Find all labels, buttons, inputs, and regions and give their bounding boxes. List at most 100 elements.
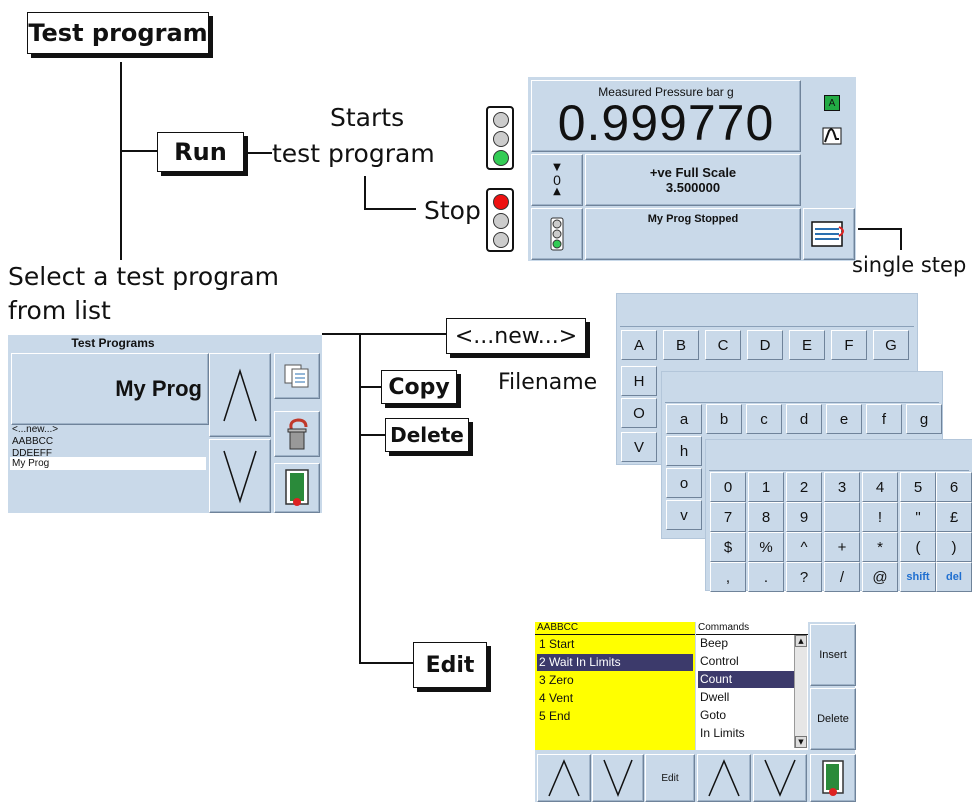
scroll-up-button[interactable]: [209, 353, 271, 437]
keyboard-symbol-panel: 0 1 2 3 4 5 6 7 8 9 ! " £ $ % ^ + * ( ) …: [706, 440, 972, 592]
list-item[interactable]: DDEEFF: [12, 448, 52, 459]
full-scale-label: +ve Full Scale: [649, 165, 737, 180]
delete-command-button[interactable]: Delete: [810, 688, 856, 750]
key-quote[interactable]: ": [900, 502, 936, 532]
key-3[interactable]: 3: [824, 472, 860, 502]
del-key[interactable]: del: [936, 562, 972, 592]
copy-button[interactable]: [274, 353, 320, 399]
connector: [359, 434, 385, 436]
pressure-reading-panel[interactable]: Measured Pressure bar g 0.999770: [531, 80, 801, 152]
command-item[interactable]: Beep: [700, 636, 729, 650]
key-h[interactable]: h: [666, 436, 702, 466]
key-H[interactable]: H: [621, 366, 657, 396]
key-b[interactable]: b: [706, 404, 742, 434]
key-percent[interactable]: %: [748, 532, 784, 562]
command-up-button[interactable]: [697, 754, 751, 802]
chevron-down-icon: [603, 759, 633, 798]
key-at[interactable]: @: [862, 562, 898, 592]
key-o[interactable]: o: [666, 468, 702, 498]
key-V[interactable]: V: [621, 432, 657, 462]
key-asterisk[interactable]: *: [862, 532, 898, 562]
key-exclaim[interactable]: !: [862, 502, 898, 532]
list-item[interactable]: <...new...>: [12, 424, 59, 435]
status-panel: My Prog Stopped: [585, 208, 801, 260]
key-e[interactable]: e: [826, 404, 862, 434]
connector: [120, 150, 158, 152]
key-c[interactable]: c: [746, 404, 782, 434]
scroll-down-button[interactable]: [209, 439, 271, 513]
command-item[interactable]: Goto: [700, 708, 727, 722]
key-E[interactable]: E: [789, 330, 825, 360]
key-4[interactable]: 4: [862, 472, 898, 502]
key-d[interactable]: d: [786, 404, 822, 434]
full-scale-panel[interactable]: +ve Full Scale 3.500000: [585, 154, 801, 206]
key-question[interactable]: ?: [786, 562, 822, 592]
key-period[interactable]: .: [748, 562, 784, 592]
key-comma[interactable]: ,: [710, 562, 746, 592]
key-9[interactable]: 9: [786, 502, 822, 532]
step-up-button[interactable]: [537, 754, 591, 802]
key-slash[interactable]: /: [824, 562, 860, 592]
zero-button[interactable]: ▼ 0 ▲: [531, 154, 583, 206]
key-F[interactable]: F: [831, 330, 867, 360]
key-1[interactable]: 1: [748, 472, 784, 502]
step-item[interactable]: 1 Start: [539, 637, 575, 651]
key-B[interactable]: B: [663, 330, 699, 360]
key-rparen[interactable]: ): [936, 532, 972, 562]
key-a[interactable]: a: [666, 404, 702, 434]
command-item-selected[interactable]: Count: [698, 671, 794, 688]
insert-button[interactable]: Insert: [810, 624, 856, 686]
key-8[interactable]: 8: [748, 502, 784, 532]
step-down-button[interactable]: [592, 754, 644, 802]
key-6[interactable]: 6: [936, 472, 972, 502]
step-item[interactable]: 4 Vent: [539, 691, 574, 705]
key-5[interactable]: 5: [900, 472, 936, 502]
step-item[interactable]: 5 End: [539, 709, 571, 723]
key-pound[interactable]: £: [936, 502, 972, 532]
program-status-button[interactable]: [531, 208, 583, 260]
list-item-selected[interactable]: My Prog: [10, 457, 206, 470]
key-C[interactable]: C: [705, 330, 741, 360]
program-name: AABBCC: [537, 622, 579, 633]
commands-scrollbar[interactable]: ▲ ▼: [794, 635, 807, 748]
step-item-selected[interactable]: 2 Wait In Limits: [537, 654, 693, 671]
key-0[interactable]: 0: [710, 472, 746, 502]
key-dollar[interactable]: $: [710, 532, 746, 562]
key-D[interactable]: D: [747, 330, 783, 360]
key-f[interactable]: f: [866, 404, 902, 434]
edit-label: Edit: [413, 642, 487, 688]
trash-icon: [287, 418, 308, 450]
step-item[interactable]: 3 Zero: [539, 673, 574, 687]
key-O[interactable]: O: [621, 398, 657, 428]
key-7[interactable]: 7: [710, 502, 746, 532]
command-item[interactable]: Dwell: [700, 690, 730, 704]
key-A[interactable]: A: [621, 330, 657, 360]
single-step-button[interactable]: [803, 208, 855, 260]
key-caret[interactable]: ^: [786, 532, 822, 562]
filename-field[interactable]: [620, 296, 914, 327]
connector: [364, 208, 416, 210]
red-lamp: [493, 194, 509, 210]
connector: [359, 386, 381, 388]
connector: [322, 333, 446, 335]
command-item[interactable]: Control: [700, 654, 739, 668]
key-G[interactable]: G: [873, 330, 909, 360]
shift-key[interactable]: shift: [900, 562, 936, 592]
select-label-line1: Select a test program: [8, 262, 280, 291]
command-item[interactable]: In Limits: [700, 726, 745, 740]
edit-step-button[interactable]: Edit: [645, 754, 695, 802]
key-lparen[interactable]: (: [900, 532, 936, 562]
selected-program-button[interactable]: My Prog: [11, 353, 209, 425]
list-item[interactable]: AABBCC: [12, 436, 54, 447]
connector: [359, 662, 413, 664]
key-v[interactable]: v: [666, 500, 702, 530]
key-blank[interactable]: [824, 502, 860, 532]
key-plus[interactable]: +: [824, 532, 860, 562]
exit-button[interactable]: [274, 463, 320, 513]
select-label-line2: from list: [8, 296, 111, 325]
key-2[interactable]: 2: [786, 472, 822, 502]
key-g[interactable]: g: [906, 404, 942, 434]
command-down-button[interactable]: [753, 754, 807, 802]
editor-exit-button[interactable]: [810, 754, 856, 802]
delete-button[interactable]: [274, 411, 320, 457]
